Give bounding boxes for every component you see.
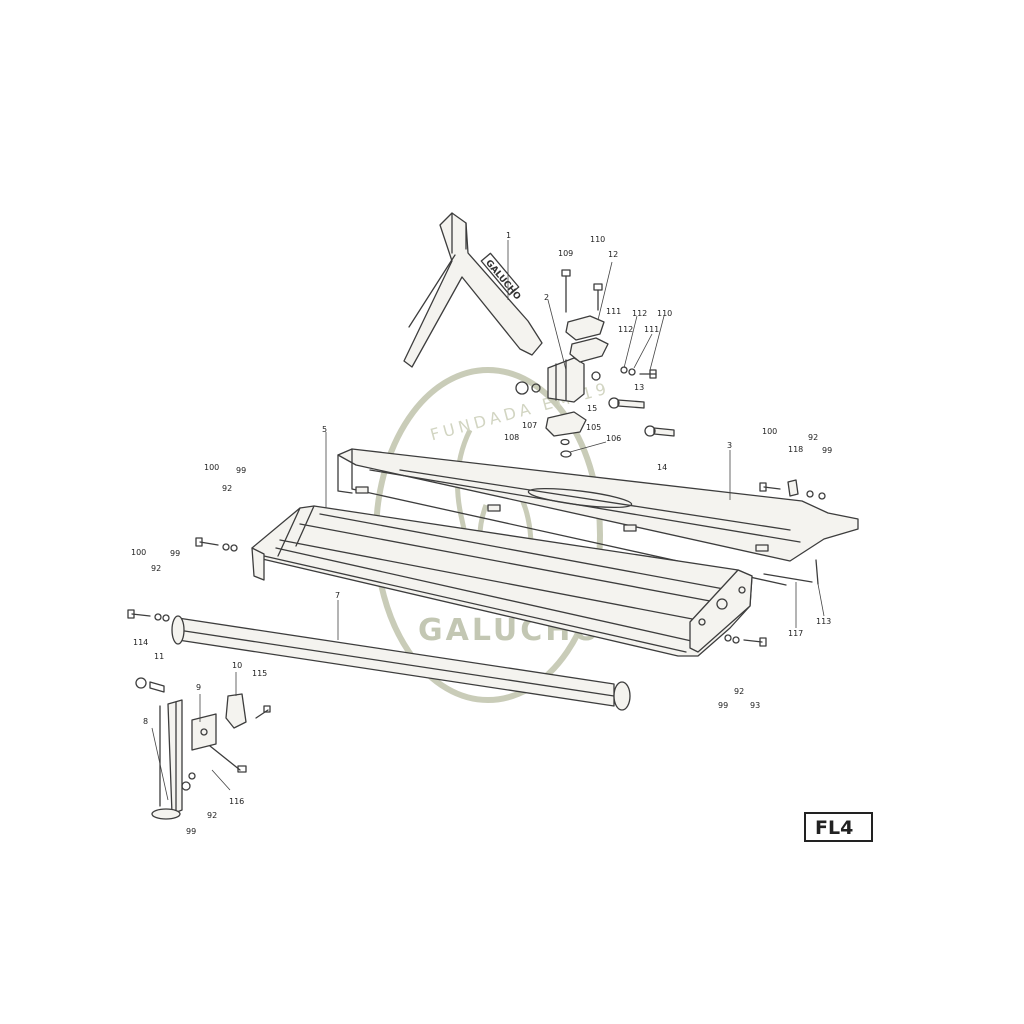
callout-labels: 1 2 109 110 12 111 112 110 112 111 13 15… xyxy=(131,231,832,836)
label-99-b: 99 xyxy=(236,466,246,475)
label-92: 92 xyxy=(808,433,818,442)
label-112-b: 112 xyxy=(618,325,633,334)
label-99: 99 xyxy=(822,446,832,455)
label-9: 9 xyxy=(196,683,201,692)
label-1: 1 xyxy=(506,231,511,240)
label-11: 11 xyxy=(154,652,164,661)
label-100: 100 xyxy=(762,427,777,436)
label-112: 112 xyxy=(632,309,647,318)
label-108: 108 xyxy=(504,433,519,442)
label-92-e: 92 xyxy=(207,811,217,820)
label-111: 111 xyxy=(606,307,621,316)
label-2: 2 xyxy=(544,293,549,302)
label-107: 107 xyxy=(522,421,537,430)
part-8-stand xyxy=(135,677,271,820)
label-12: 12 xyxy=(608,250,618,259)
label-92-c: 92 xyxy=(151,564,161,573)
part-2-hitch-bracket xyxy=(515,269,675,458)
label-111-b: 111 xyxy=(644,325,659,334)
label-116: 116 xyxy=(229,797,244,806)
label-113: 113 xyxy=(816,617,831,626)
part-1-a-frame: GALUCHO xyxy=(403,212,543,368)
part-5-deck xyxy=(251,505,753,657)
label-106: 106 xyxy=(606,434,621,443)
label-10: 10 xyxy=(232,661,242,670)
sheet-code: FL4 xyxy=(804,812,873,842)
label-100-c: 100 xyxy=(131,548,146,557)
label-92-b: 92 xyxy=(222,484,232,493)
label-15: 15 xyxy=(587,404,597,413)
label-114: 114 xyxy=(133,638,148,647)
label-3: 3 xyxy=(727,441,732,450)
label-110-b: 110 xyxy=(657,309,672,318)
label-5: 5 xyxy=(322,425,327,434)
label-8: 8 xyxy=(143,717,148,726)
sheet-code-box xyxy=(804,812,873,842)
sheet-code-text: FL4 xyxy=(815,817,853,839)
hardware-bolts-washers xyxy=(127,479,826,647)
part-3-rear-board xyxy=(337,448,859,586)
label-99-c: 99 xyxy=(170,549,180,558)
label-100-b: 100 xyxy=(204,463,219,472)
label-109: 109 xyxy=(558,249,573,258)
leader-lines xyxy=(151,240,825,801)
label-99-d: 99 xyxy=(718,701,728,710)
label-110: 110 xyxy=(590,235,605,244)
label-117: 117 xyxy=(788,629,803,638)
part-7-roller xyxy=(171,615,631,711)
label-7: 7 xyxy=(335,591,340,600)
label-13: 13 xyxy=(634,383,644,392)
label-118: 118 xyxy=(788,445,803,454)
label-93: 93 xyxy=(750,701,760,710)
label-14: 14 xyxy=(657,463,667,472)
label-99-e: 99 xyxy=(186,827,196,836)
label-115: 115 xyxy=(252,669,267,678)
label-105: 105 xyxy=(586,423,601,432)
label-92-d: 92 xyxy=(734,687,744,696)
